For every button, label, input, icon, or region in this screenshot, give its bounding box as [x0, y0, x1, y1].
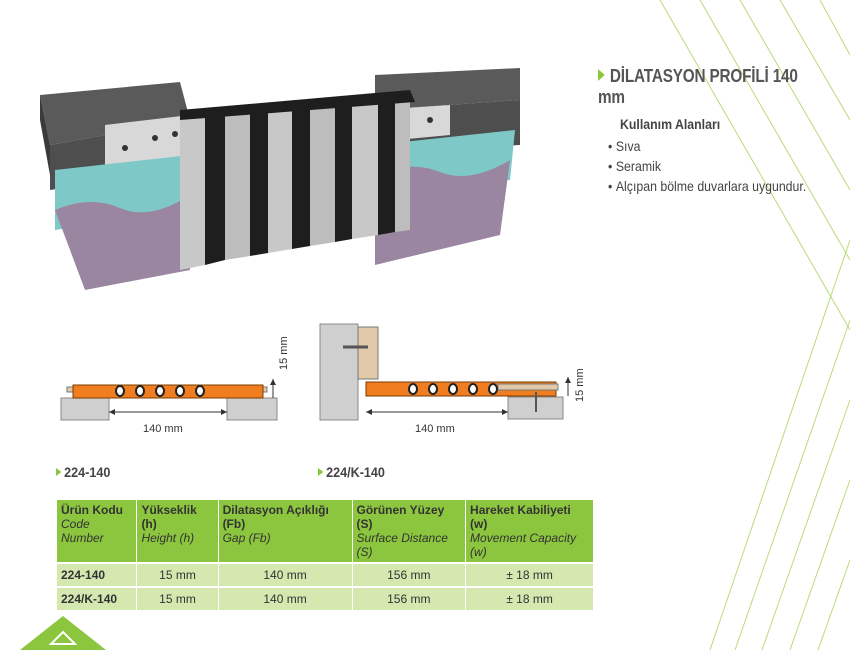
drawing-224-K-140 [319, 323, 571, 421]
cell-movement: ± 18 mm [465, 562, 594, 587]
code-triangle-icon [56, 468, 62, 477]
table-row: 224-140 15 mm 140 mm 156 mm ± 18 mm [57, 562, 594, 587]
code-label: 224-140 [56, 464, 110, 480]
product-title: DİLATASYON PROFİLİ 140 mm [598, 66, 812, 108]
expansion-joint-illustration [40, 68, 520, 290]
cell-gap: 140 mm [218, 562, 353, 587]
cell-surface: 156 mm [352, 586, 467, 610]
cell-code: 224-140 [57, 562, 138, 587]
cell-movement: ± 18 mm [465, 586, 594, 610]
height-label: 15 mm [278, 336, 290, 370]
cell-height: 15 mm [136, 562, 219, 587]
header-gap: Dilatasyon Açıklığı (Fb)Gap (Fb) [218, 500, 353, 563]
usage-list: Sıva Seramik Alçıpan bölme duvarlara uyg… [608, 136, 833, 196]
usage-heading: Kullanım Alanları [620, 116, 721, 132]
product-title-text: DİLATASYON PROFİLİ 140 mm [598, 66, 798, 107]
usage-item: Sıva [608, 136, 806, 156]
header-height: Yükseklik (h)Height (h) [136, 500, 219, 563]
cell-code: 224/K-140 [57, 586, 138, 610]
width-label: 140 mm [415, 423, 455, 435]
table-row: 224/K-140 15 mm 140 mm 156 mm ± 18 mm [57, 586, 594, 610]
usage-section: Kullanım Alanları Sıva Seramik Alçıpan b… [608, 116, 833, 196]
usage-item: Seramik [608, 156, 806, 176]
height-label: 15 mm [574, 368, 586, 402]
code-triangle-icon [318, 468, 324, 477]
drawing-224-140 [60, 379, 278, 421]
header-surface: Görünen Yüzey (S)Surface Distance (S) [352, 500, 467, 563]
house-logo-icon [20, 616, 106, 650]
cell-gap: 140 mm [218, 586, 353, 610]
header-movement: Hareket Kabiliyeti (w)Movement Capacity … [465, 500, 594, 563]
cell-surface: 156 mm [352, 562, 467, 587]
width-label: 140 mm [143, 423, 183, 435]
usage-item: Alçıpan bölme duvarlara uygundur. [608, 176, 806, 196]
cell-height: 15 mm [136, 586, 219, 610]
title-triangle-icon [598, 69, 605, 82]
code-label: 224/K-140 [318, 464, 385, 480]
